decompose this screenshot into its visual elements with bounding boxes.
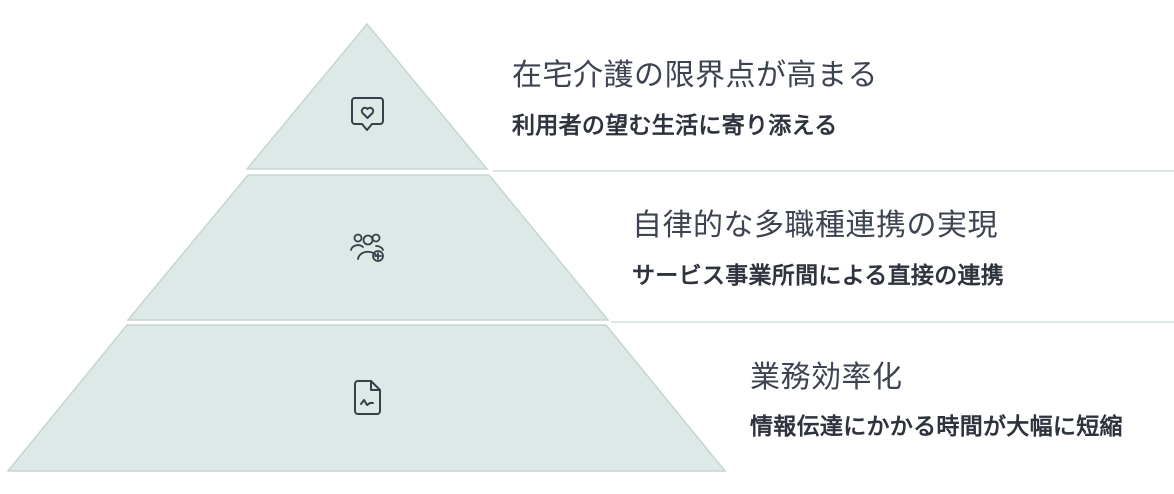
pyramid-tier-2 [126,174,610,321]
team-add-icon [350,233,384,262]
pyramid-tier-1 [245,22,489,170]
heart-chat-icon [351,97,384,131]
tier-3-description: 情報伝達にかかる時間が大幅に短縮 [750,414,1123,440]
tier-2-title: 自律的な多職種連携の実現 [632,208,998,243]
document-chart-icon [354,380,381,415]
tier-2-description: サービス事業所間による直接の連携 [632,263,1005,289]
tier-1-title: 在宅介護の限界点が高まる [512,58,878,93]
tier-1-description: 利用者の望む生活に寄り添える [512,113,838,139]
tier-3-title: 業務効率化 [750,360,903,395]
pyramid-tier-3 [6,324,727,472]
